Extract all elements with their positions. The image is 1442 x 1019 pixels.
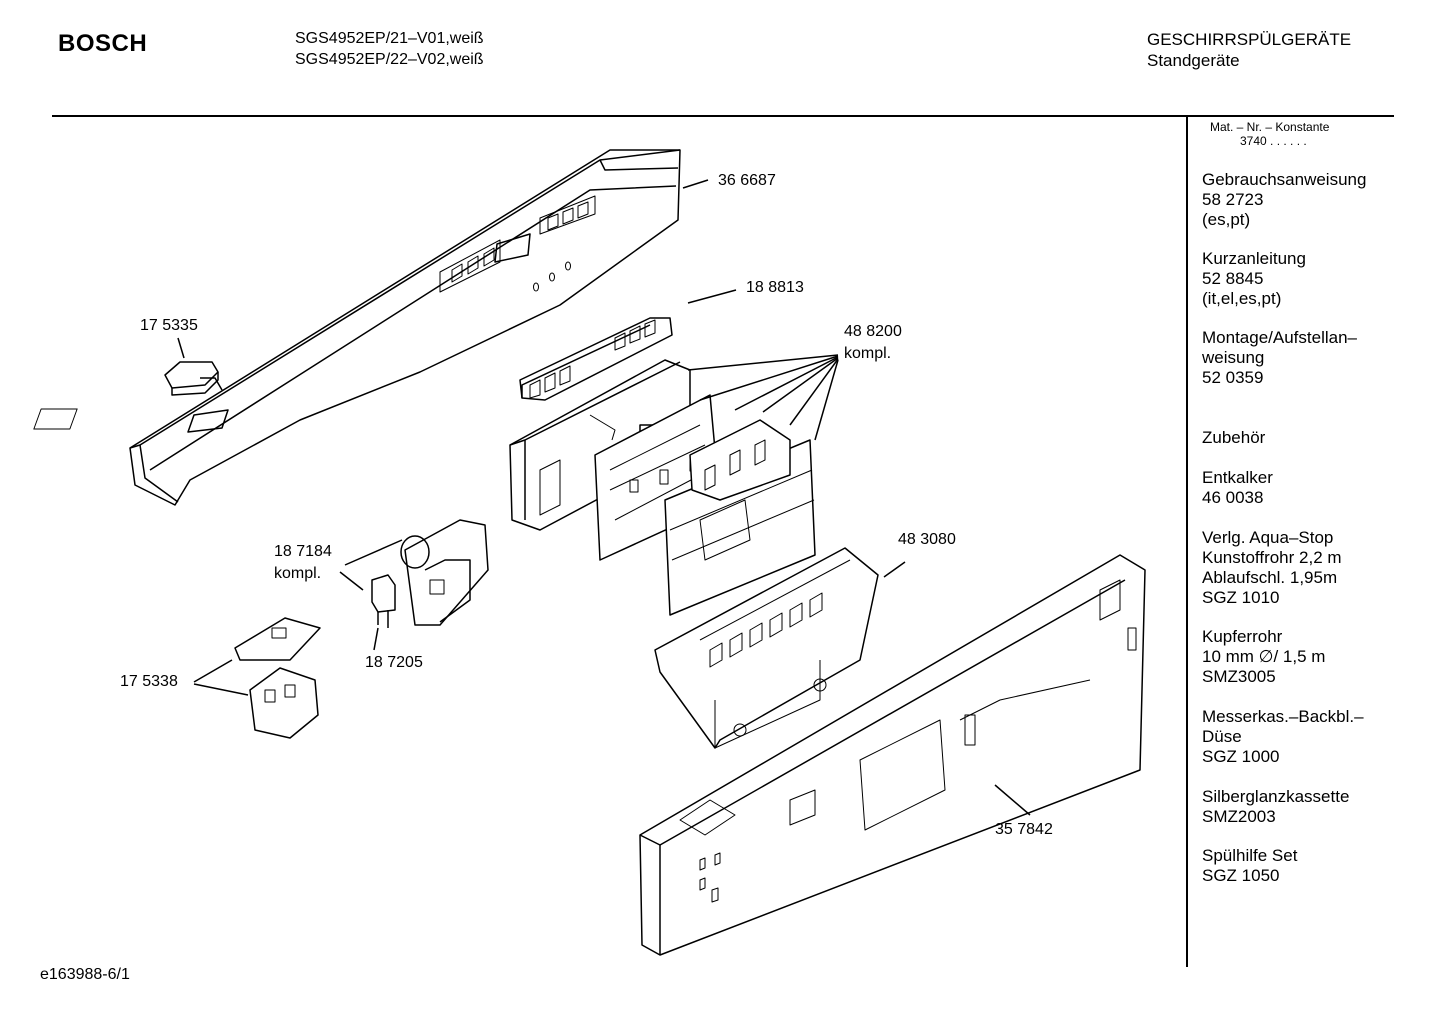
accessory-line: Spülhilfe Set — [1202, 846, 1298, 865]
accessory-section-descaler: Entkalker 46 0038 — [1202, 468, 1392, 508]
accessory-line: Ablaufschl. 1,95m — [1202, 568, 1338, 587]
accessory-section-rinse-aid: Spülhilfe Set SGZ 1050 — [1202, 846, 1392, 886]
switch-assembly — [400, 519, 489, 626]
part-label-366687: 36 6687 — [718, 172, 776, 189]
control-housing — [639, 554, 1146, 956]
part-label-187184: 18 7184 — [274, 543, 332, 560]
capacitor-part — [371, 574, 396, 628]
part-label-175338: 17 5338 — [120, 673, 178, 690]
sidebar-divider — [1186, 117, 1188, 967]
model-line-2: SGS4952EP/22–V02,weiß — [295, 51, 484, 68]
accessory-section-manual: Gebrauchsanweisung 58 2723 (es,pt) — [1202, 170, 1392, 230]
mat-number-value: 3740 . . . . . . — [1240, 134, 1307, 148]
part-label-175335: 17 5335 — [140, 317, 198, 334]
accessory-line: 58 2723 — [1202, 190, 1264, 209]
accessory-line: Kupferrohr — [1202, 627, 1283, 646]
accessory-line: Kurzanleitung — [1202, 249, 1306, 268]
accessory-line: Düse — [1202, 727, 1242, 746]
accessory-line: 52 8845 — [1202, 269, 1264, 288]
accessory-section-installation: Montage/Aufstellan– weisung 52 0359 — [1202, 328, 1392, 388]
accessory-line: (it,el,es,pt) — [1202, 289, 1282, 308]
accessory-line: SGZ 1000 — [1202, 747, 1280, 766]
accessory-section-nozzle: Messerkas.–Backbl.– Düse SGZ 1000 — [1202, 707, 1392, 767]
accessory-line: 10 mm ∅/ 1,5 m — [1202, 647, 1326, 666]
accessory-line: (es,pt) — [1202, 210, 1251, 229]
document-code: e163988-6/1 — [40, 966, 130, 983]
part-label-187184-note: kompl. — [274, 565, 322, 582]
leader-lines — [177, 179, 1031, 816]
category-subtitle: Standgeräte — [1147, 51, 1240, 70]
accessory-line: Gebrauchsanweisung — [1202, 170, 1367, 189]
part-label-483080: 48 3080 — [898, 531, 956, 548]
clip-part — [164, 361, 223, 396]
accessory-line: Zubehör — [1202, 428, 1266, 447]
brand-logo: BOSCH — [58, 30, 148, 57]
accessory-section-accessories: Zubehör — [1202, 428, 1392, 448]
part-label-188813: 18 8813 — [746, 279, 804, 296]
accessory-section-short-guide: Kurzanleitung 52 8845 (it,el,es,pt) — [1202, 249, 1392, 309]
accessory-section-copper-pipe: Kupferrohr 10 mm ∅/ 1,5 m SMZ3005 — [1202, 627, 1392, 687]
accessory-line: Kunstoffrohr 2,2 m — [1202, 548, 1342, 567]
part-label-488200: 48 8200 — [844, 323, 902, 340]
header-divider — [52, 115, 1394, 117]
accessory-section-silver-cassette: Silberglanzkassette SMZ2003 — [1202, 787, 1392, 827]
accessory-line: 52 0359 — [1202, 368, 1264, 387]
part-label-187205: 18 7205 — [365, 654, 423, 671]
category-title: GESCHIRRSPÜLGERÄTE — [1147, 30, 1352, 49]
part-label-488200-note: kompl. — [844, 345, 892, 362]
keypad-module — [519, 317, 673, 401]
part-label-357842: 35 7842 — [995, 821, 1053, 838]
door-switch — [234, 617, 321, 739]
display-frame — [654, 547, 879, 749]
accessory-line: SGZ 1010 — [1202, 588, 1280, 607]
control-panel-fascia — [33, 149, 681, 506]
mat-number-label: Mat. – Nr. – Konstante — [1210, 120, 1330, 134]
model-line-1: SGS4952EP/21–V01,weiß — [295, 30, 484, 47]
accessory-line: Entkalker — [1202, 468, 1273, 487]
accessory-section-aquastop: Verlg. Aqua–Stop Kunstoffrohr 2,2 m Abla… — [1202, 528, 1392, 608]
accessory-line: weisung — [1202, 348, 1265, 367]
accessory-line: Verlg. Aqua–Stop — [1202, 528, 1334, 547]
accessory-line: Silberglanzkassette — [1202, 787, 1350, 806]
accessory-line: SGZ 1050 — [1202, 866, 1280, 885]
accessory-line: 46 0038 — [1202, 488, 1264, 507]
electronic-module — [509, 359, 816, 616]
accessory-line: SMZ2003 — [1202, 807, 1276, 826]
accessory-line: SMZ3005 — [1202, 667, 1276, 686]
accessory-line: Montage/Aufstellan– — [1202, 328, 1357, 347]
accessory-line: Messerkas.–Backbl.– — [1202, 707, 1364, 726]
